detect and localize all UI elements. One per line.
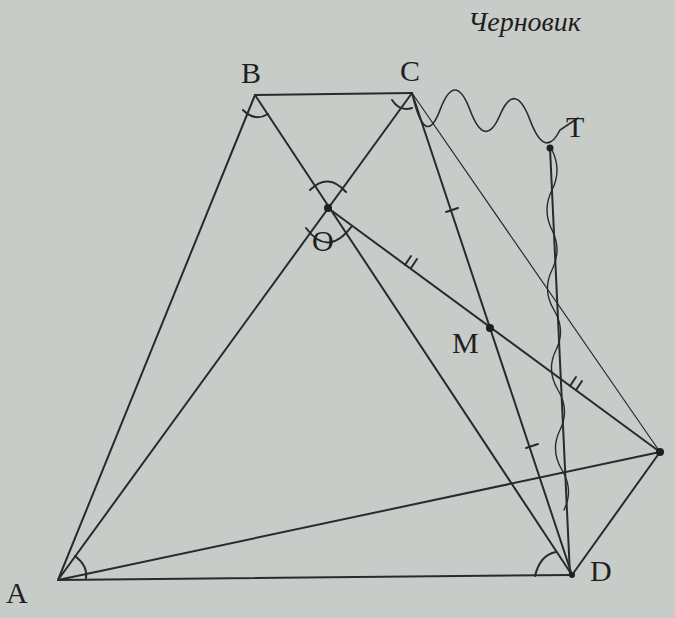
point-label: C: [400, 56, 420, 86]
point-o: [324, 204, 332, 212]
point-p: [656, 448, 664, 456]
point-label: M: [452, 328, 479, 358]
tick-mp: [570, 377, 576, 386]
point-label: O: [312, 226, 334, 256]
segment-dp: [572, 452, 660, 575]
segment-td: [550, 148, 570, 575]
side-cd: [412, 93, 572, 575]
point-label: T: [566, 112, 584, 142]
point-d: [569, 572, 575, 578]
point-label: D: [590, 556, 612, 586]
segment-cp: [412, 93, 660, 452]
segment-op: [328, 208, 660, 452]
diagonal-ac: [58, 93, 412, 580]
side-ad: [58, 575, 572, 580]
point-label: A: [6, 578, 28, 608]
tick-om: [411, 259, 417, 268]
watermark-note: Черновик: [468, 8, 581, 36]
point-t: [547, 145, 554, 152]
wavy-td: [547, 150, 569, 510]
angle-o-top: [310, 181, 346, 192]
point-m: [486, 324, 494, 332]
tick-om: [405, 256, 411, 265]
side-bc: [255, 93, 412, 95]
tick-md: [526, 444, 538, 448]
wavy-ct: [412, 90, 578, 143]
diagonal-bd: [255, 95, 572, 575]
tick-cm: [446, 208, 458, 212]
tick-mp: [576, 381, 582, 390]
side-ab: [58, 95, 255, 580]
angle-b: [243, 110, 268, 117]
point-label: B: [241, 58, 261, 88]
angle-a: [75, 556, 86, 578]
angle-d: [535, 552, 556, 576]
angle-c: [392, 100, 412, 109]
